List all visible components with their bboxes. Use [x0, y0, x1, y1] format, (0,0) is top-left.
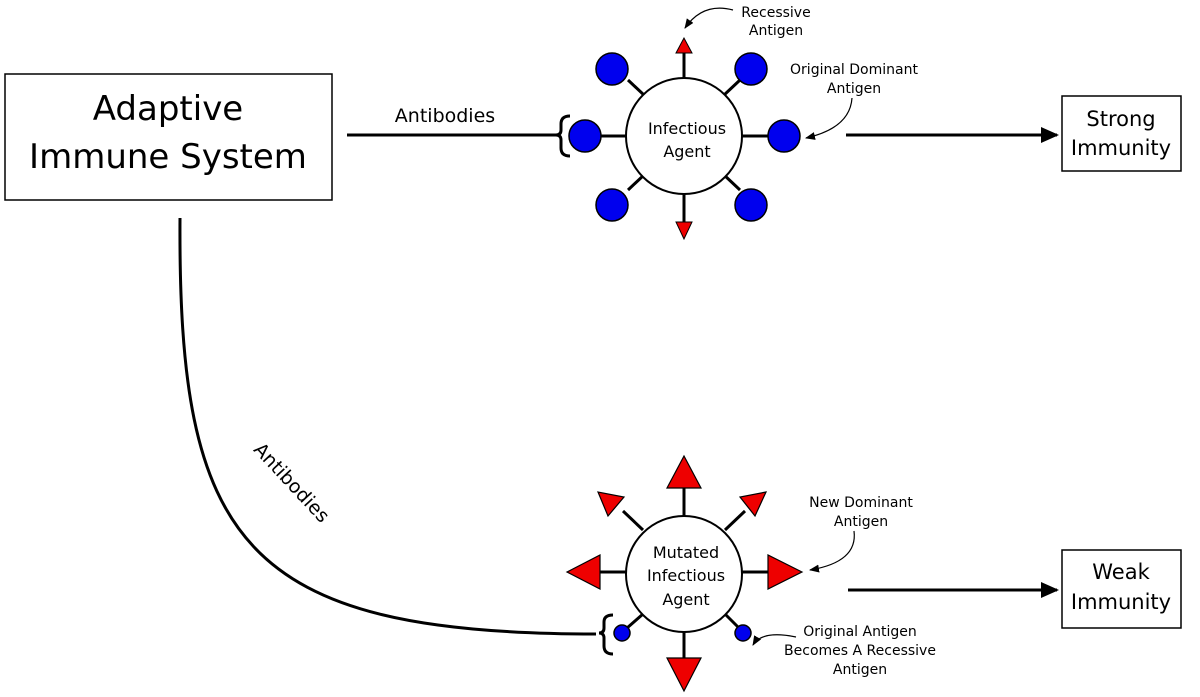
original-antigen-annotation: Original Antigen Becomes A Recessive Ant…	[752, 624, 936, 678]
strong-line2: Immunity	[1071, 136, 1171, 160]
mutated-agent-line3: Agent	[662, 590, 709, 609]
new-dominant-annotation: New Dominant Antigen	[809, 495, 913, 573]
top-antibodies-label: Antibodies	[395, 105, 495, 127]
original-label-3: Antigen	[833, 662, 887, 678]
infectious-agent: Infectious Agent	[568, 36, 801, 241]
strong-immunity-box: Strong Immunity	[1061, 95, 1182, 172]
recessive-label-1: Recessive	[741, 5, 810, 21]
curved-antibodies-label: Antibodies	[249, 439, 334, 527]
original-label-2: Becomes A Recessive	[784, 643, 936, 659]
mutated-dominant-antigen	[565, 554, 601, 590]
recessive-label-2: Antigen	[749, 23, 803, 39]
bottom-brace	[598, 613, 614, 656]
agent-line2: Agent	[663, 142, 710, 161]
mutated-dominant-antigen	[666, 454, 702, 489]
top-brace	[555, 114, 571, 158]
weak-immunity-box: Weak Immunity	[1061, 549, 1182, 629]
mutated-agent-line1: Mutated	[653, 543, 719, 562]
curved-antibody-path: Antibodies	[178, 217, 614, 656]
new-dominant-label-2: Antigen	[834, 514, 888, 530]
mutated-infectious-agent: Mutated Infectious Agent	[565, 454, 804, 693]
recessive-antigen	[675, 36, 693, 54]
weak-line1: Weak	[1092, 560, 1150, 584]
original-dominant-annotation: Original Dominant Antigen	[790, 62, 918, 140]
strong-line1: Strong	[1086, 107, 1155, 131]
dominant-antigen	[734, 52, 768, 86]
original-antigen-small	[613, 624, 631, 642]
top-antibody-path: Antibodies	[347, 105, 571, 158]
original-label-1: Original Antigen	[803, 624, 916, 640]
dominant-label-2: Antigen	[827, 81, 881, 97]
mutated-dominant-antigen	[767, 554, 804, 590]
mutated-dominant-antigen	[666, 657, 702, 693]
agent-line1: Infectious	[648, 119, 726, 138]
system-box-line2: Immune System	[29, 137, 307, 177]
dominant-antigen	[595, 188, 629, 222]
dominant-antigen	[767, 119, 801, 153]
dominant-antigen	[568, 119, 602, 153]
adaptive-immune-system-box: Adaptive Immune System	[4, 73, 333, 201]
mutated-dominant-antigen	[597, 491, 626, 518]
new-dominant-label-1: New Dominant	[809, 495, 913, 511]
mutated-agent-line2: Infectious	[647, 566, 725, 585]
recessive-antigen	[675, 221, 693, 241]
original-antigen-small	[734, 624, 752, 642]
mutated-dominant-antigen	[738, 491, 768, 518]
dominant-label-1: Original Dominant	[790, 62, 918, 78]
recessive-antigen-annotation: Recessive Antigen	[684, 5, 811, 39]
dominant-antigen	[734, 188, 768, 222]
weak-line2: Immunity	[1071, 590, 1171, 614]
dominant-antigen	[595, 52, 629, 86]
system-box-line1: Adaptive	[93, 89, 243, 129]
